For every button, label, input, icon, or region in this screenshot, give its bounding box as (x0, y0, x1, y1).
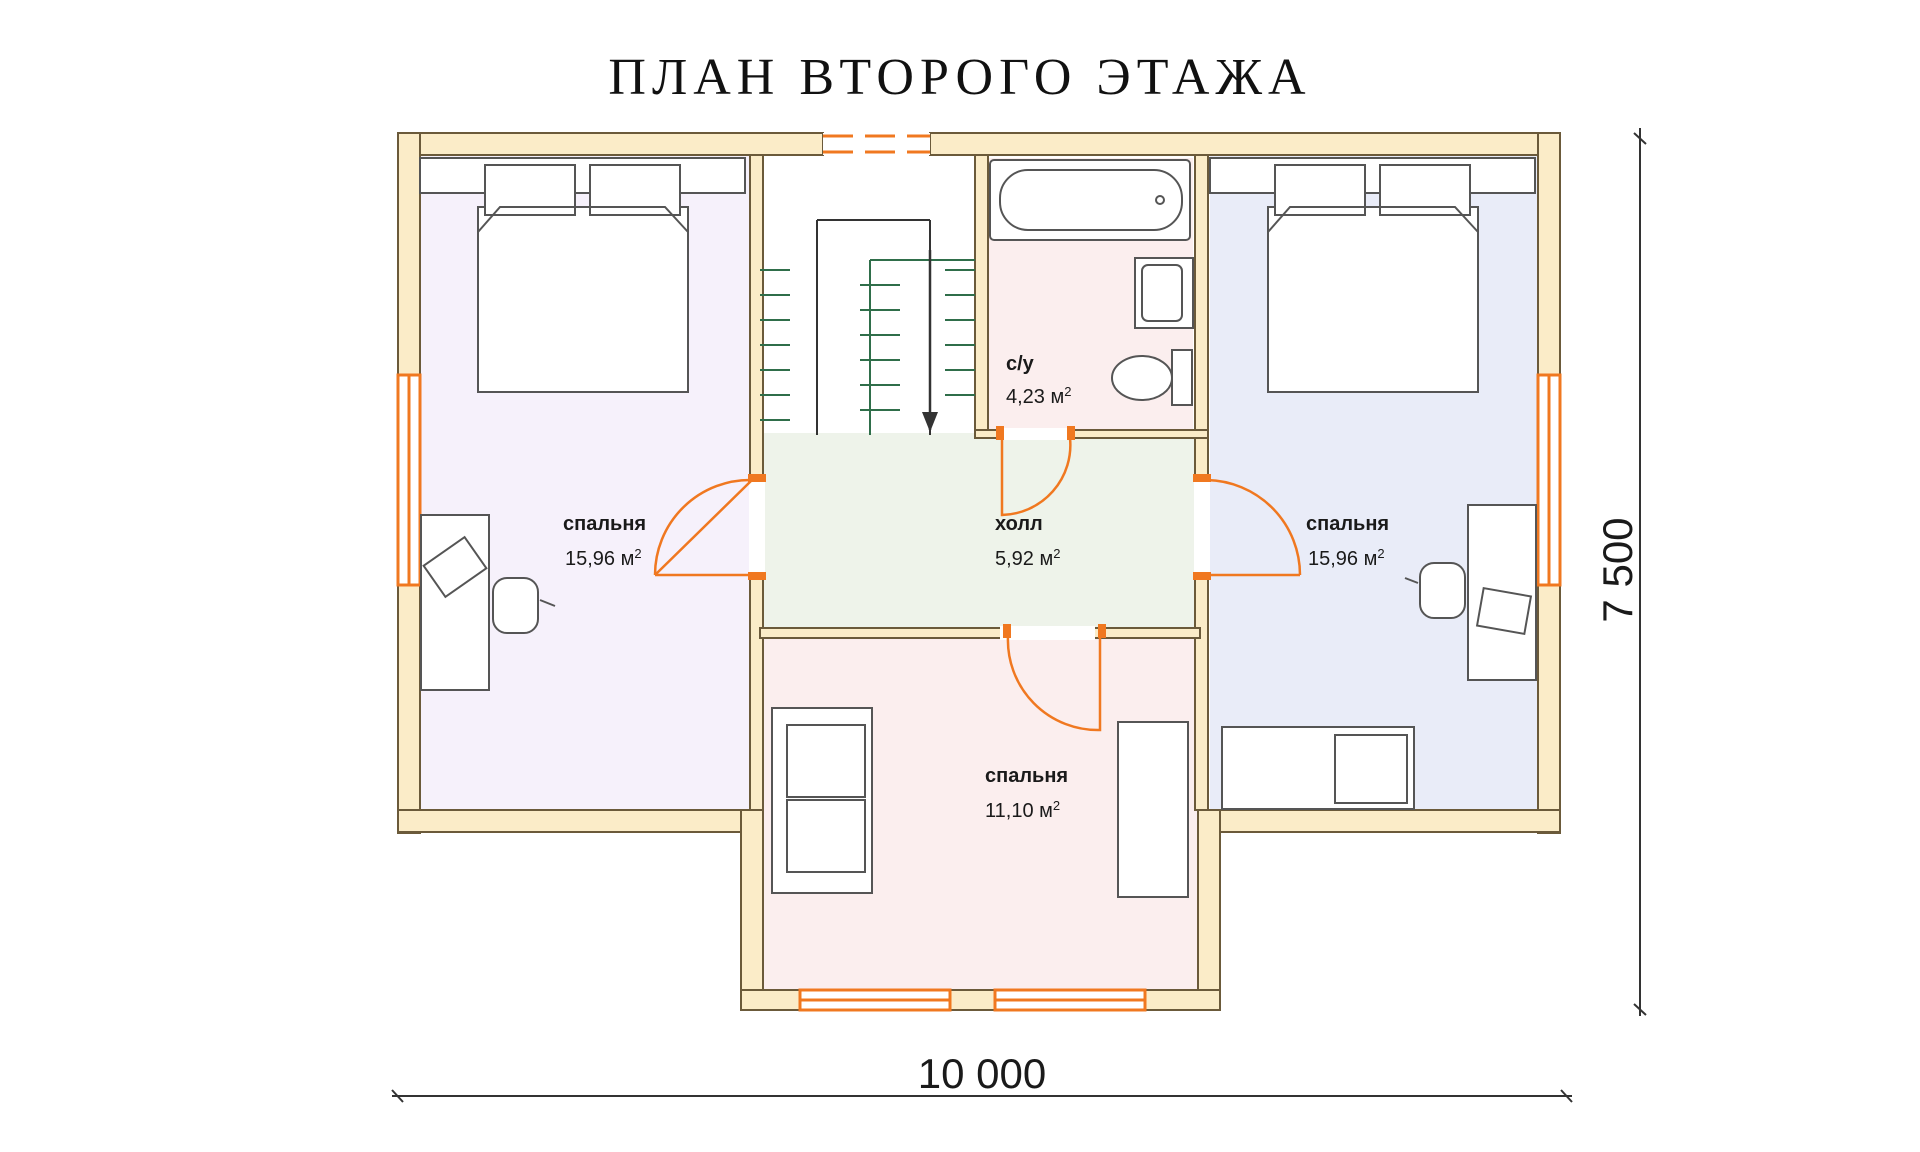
door-openings (749, 428, 1210, 640)
right-bedroom-furniture (1209, 157, 1537, 810)
laptop (1475, 586, 1533, 636)
staircase (760, 219, 975, 435)
width-dimension-label: 10 000 (918, 1050, 1046, 1097)
toilet (1171, 349, 1193, 406)
height-dimension-line (1633, 128, 1647, 1016)
bathroom-fixtures (989, 159, 1194, 406)
wardrobe (1117, 721, 1189, 898)
bedroom-right-area: 15,96 м2 (1308, 546, 1385, 571)
stair-area-floor (760, 155, 975, 435)
bedroom-left-area: 15,96 м2 (565, 546, 642, 571)
bedroom-bottom-area: 11,10 м2 (985, 798, 1060, 823)
bottom-bedroom-furniture (771, 707, 1189, 898)
height-dimension-label: 7 500 (1594, 517, 1641, 622)
left-bedroom-furniture (419, 157, 746, 691)
office-chair (492, 577, 539, 634)
width-dimension-line (391, 1089, 1573, 1103)
bedroom-left-name: спальня (563, 513, 646, 535)
door-swings (653, 437, 1302, 732)
hall-area: 5,92 м2 (995, 546, 1060, 571)
bedroom-right-name: спальня (1306, 513, 1389, 535)
plan-title: ПЛАН ВТОРОГО ЭТАЖА (608, 49, 1312, 106)
double-bed (477, 206, 689, 393)
hall-floor (760, 433, 1200, 628)
door-jambs (748, 426, 1211, 638)
bathroom-name: с/у (1006, 353, 1035, 375)
laptop (422, 535, 488, 599)
bathroom-area: 4,23 м2 (1006, 384, 1071, 409)
office-chair (1419, 562, 1466, 619)
windows (396, 133, 1562, 1012)
desk (420, 514, 490, 691)
bedroom-bottom-name: спальня (985, 765, 1068, 787)
hall-name: холл (995, 513, 1043, 535)
double-bed (1267, 206, 1479, 393)
stair-arrow-icon (922, 412, 938, 432)
